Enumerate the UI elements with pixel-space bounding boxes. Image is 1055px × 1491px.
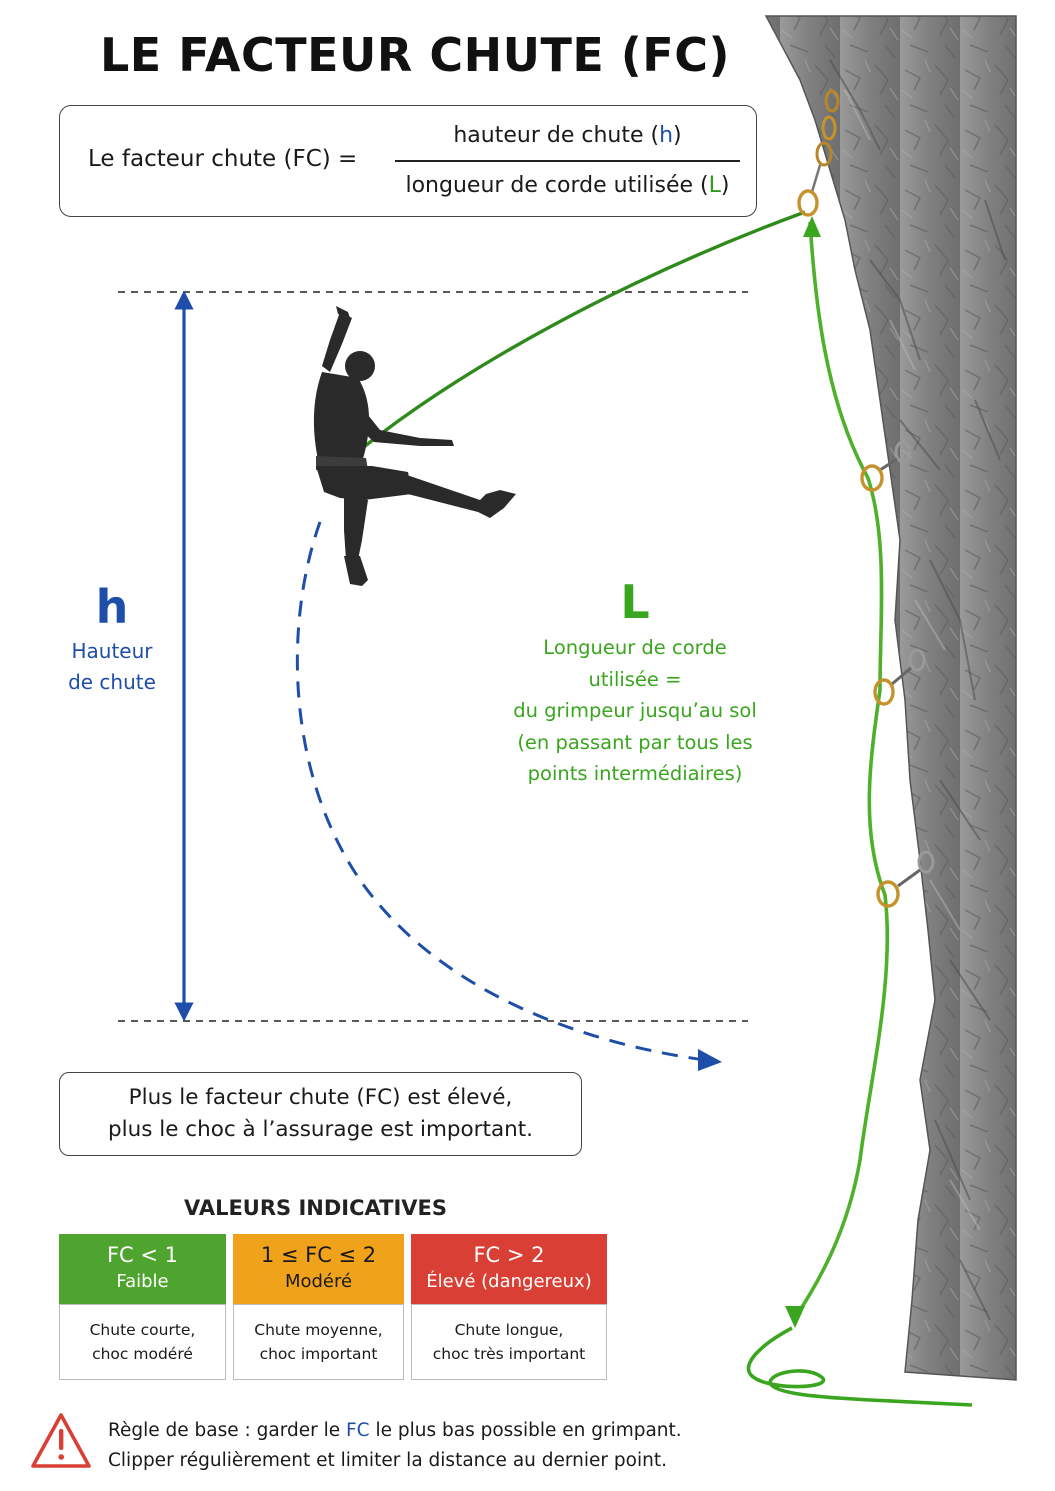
fall-arrowhead [698,1049,722,1071]
value-card-high-body: Chute longue,choc très important [411,1304,607,1380]
climber-silhouette [313,306,516,586]
formula-denominator: longueur de corde utilisée (L) [405,173,730,198]
formula-numerator: hauteur de chute (h) [453,123,682,148]
carabiner-icon [860,440,912,492]
value-card-low-body: Chute courte,choc modéré [59,1304,226,1380]
carabiner-icon [873,648,926,706]
height-label: Hauteur de chute [68,639,156,694]
formula-lhs: Le facteur chute (FC) = [88,146,358,172]
height-symbol: h [95,580,129,634]
rope-arrow-down [785,1306,805,1328]
fall-trajectory [295,521,706,1062]
rock-wall [764,15,1017,1381]
page-title: LE FACTEUR CHUTE (FC) [100,28,730,82]
values-title: VALEURS INDICATIVES [184,1196,447,1220]
warning-icon [31,1413,91,1468]
carabiner-icon [797,89,840,217]
rule-text: Règle de base : garder le FC le plus bas… [108,1420,682,1471]
rope-arrow-up [803,216,821,237]
rope-upper [358,210,806,452]
value-card-low-header: FC < 1 Faible [59,1234,226,1304]
value-card-medium-header: 1 ≤ FC ≤ 2 Modéré [233,1234,404,1304]
value-card-medium-body: Chute moyenne,choc important [233,1304,404,1380]
rope-length-label: Longueur de corde utilisée = du grimpeur… [513,636,757,785]
value-card-high-header: FC > 2 Élevé (dangereux) [411,1234,607,1304]
rope-wall [793,221,890,1319]
rope-coil [746,1326,973,1407]
fraction-bar [395,160,740,162]
carabiner-icon [876,850,935,908]
message-box: Plus le facteur chute (FC) est élevé, pl… [59,1072,582,1156]
rope-length-symbol: L [620,575,650,629]
